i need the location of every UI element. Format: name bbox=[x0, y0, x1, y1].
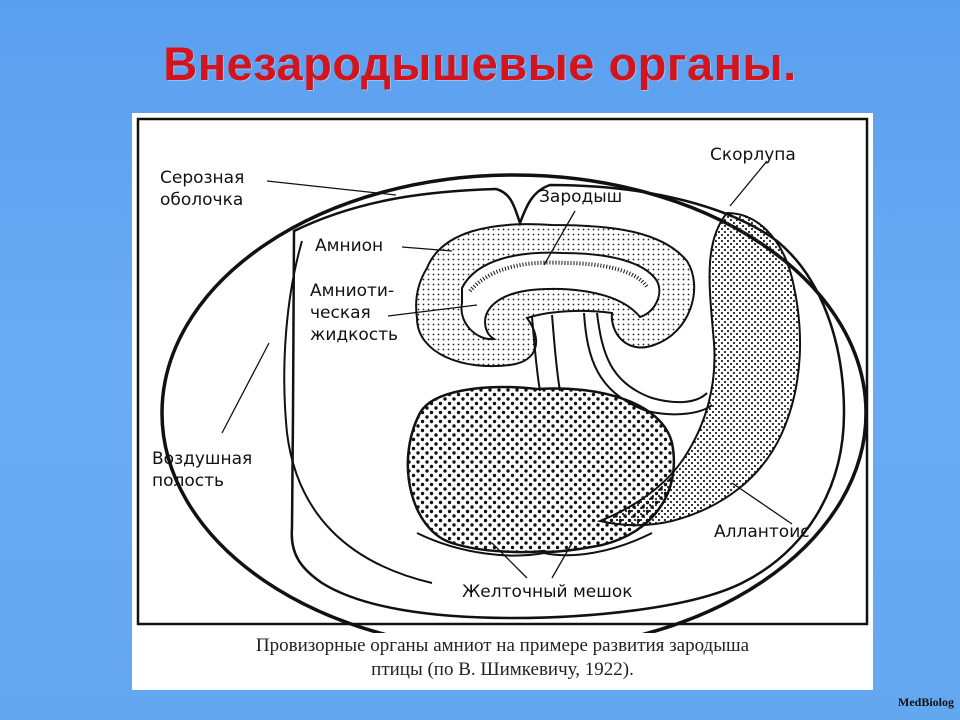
label-yolk-sac: Желточный мешок bbox=[462, 582, 632, 602]
egg-diagram: Серозная оболочка Скорлупа Зародыш Амнио… bbox=[136, 117, 869, 633]
leader-embryo bbox=[543, 210, 576, 266]
figure-frame bbox=[136, 117, 869, 626]
leader-amnion bbox=[401, 246, 453, 252]
label-air-1: Воздушная bbox=[152, 449, 252, 469]
yolk-sac-shape bbox=[406, 385, 676, 554]
allantois-stalk bbox=[596, 312, 708, 404]
air-cell-membrane bbox=[283, 240, 433, 584]
caption-line-2: птицы (по В. Шимкевичу, 1922). bbox=[371, 659, 634, 680]
slide-title: Внезародышевые органы. bbox=[163, 37, 797, 90]
label-embryo: Зародыш bbox=[539, 187, 622, 207]
label-amniotic-2: ческая bbox=[310, 303, 371, 323]
leader-yolk-left bbox=[491, 542, 528, 579]
leader-allantois bbox=[731, 482, 793, 525]
yolk-stalk bbox=[531, 316, 541, 392]
serous-membrane-outline bbox=[290, 183, 846, 620]
label-amnion: Амнион bbox=[315, 236, 383, 256]
leader-amniotic bbox=[387, 304, 478, 317]
caption-line-1: Провизорные органы амниот на примере раз… bbox=[255, 635, 750, 656]
label-serous-1: Серозная bbox=[160, 168, 244, 188]
leader-serous bbox=[266, 180, 397, 196]
label-air-2: полость bbox=[152, 471, 224, 491]
label-shell: Скорлупа bbox=[710, 145, 796, 165]
label-amniotic-3: жидкость bbox=[310, 325, 398, 345]
figure-panel: Серозная оболочка Скорлупа Зародыш Амнио… bbox=[132, 113, 873, 690]
leader-yolk-right bbox=[551, 542, 573, 579]
leader-air bbox=[221, 342, 270, 434]
label-amniotic-1: Амниоти- bbox=[310, 281, 394, 301]
label-serous-2: оболочка bbox=[160, 190, 243, 210]
label-allantois: Аллантоис bbox=[714, 522, 810, 542]
leader-shell bbox=[729, 160, 768, 207]
embryo-shape bbox=[460, 251, 661, 341]
watermark: MedBiolog bbox=[898, 695, 954, 709]
figure-caption: Провизорные органы амниот на примере раз… bbox=[132, 634, 873, 682]
shell-outline bbox=[160, 173, 868, 633]
